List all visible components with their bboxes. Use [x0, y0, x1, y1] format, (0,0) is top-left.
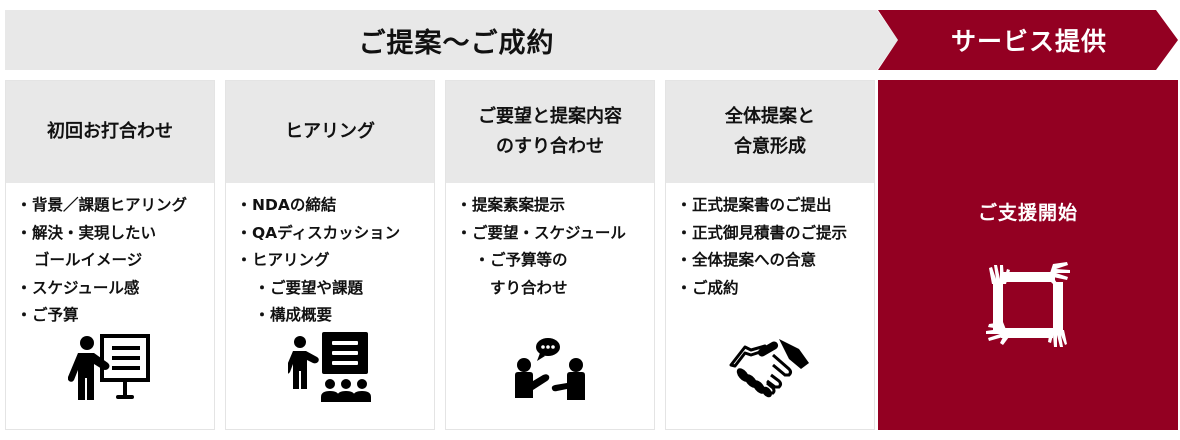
list-item: ・ご予算 [16, 306, 79, 324]
list-item-continuation: ゴールイメージ [34, 251, 143, 269]
step-card-agreement: 全体提案と 合意形成 ・正式提案書のご提出 ・正式御見積書のご提示 ・全体提案へ… [665, 80, 875, 430]
step-card-header: 全体提案と 合意形成 [666, 81, 874, 183]
list-item: ・ヒアリング [236, 251, 330, 269]
step-title: 全体提案と 合意形成 [725, 106, 815, 157]
list-item: ・ご要望・スケジュール [456, 223, 626, 242]
handshake-icon [666, 329, 874, 407]
phase-banner-service-label: サービス提供 [950, 27, 1107, 56]
list-item: ・スケジュール感 [16, 278, 140, 297]
step-item-list: ・正式提案書のご提出 ・正式御見積書のご提示 ・全体提案への合意 ・ご成約 [666, 183, 874, 302]
step-item-list: ・提案素案提示 ・ご要望・スケジュール ・ご予算等の すり合わせ [446, 183, 654, 302]
step-card-requirements-alignment: ご要望と提案内容 のすり合わせ ・提案素案提示 ・ご要望・スケジュール ・ご予算… [445, 80, 655, 430]
phase-banner-proposal-label: ご提案〜ご成約 [358, 27, 555, 59]
step-item-list: ・NDAの締結 ・QAディスカッション ・ヒアリング ・ご要望や課題 ・構成概要 [226, 183, 434, 330]
list-item-continuation: すり合わせ [490, 278, 568, 297]
presenter-board-icon [6, 329, 214, 407]
step-card-hearing: ヒアリング ・NDAの締結 ・QAディスカッション ・ヒアリング ・ご要望や課題… [225, 80, 435, 430]
list-item: ・背景／課題ヒアリング [16, 196, 188, 214]
list-subitem: ・ご予算等の [474, 251, 568, 269]
step-title: 初回お打合わせ [47, 121, 173, 142]
list-item: ・QAディスカッション [236, 223, 401, 242]
list-item: ・NDAの締結 [236, 196, 337, 214]
list-subitem: ・構成概要 [254, 306, 333, 324]
phase-banner-service: サービス提供 [878, 10, 1178, 70]
step-title: ご要望と提案内容 のすり合わせ [478, 106, 622, 157]
list-item: ・全体提案への合意 [676, 251, 817, 269]
list-item: ・提案素案提示 [456, 196, 566, 214]
list-item: ・ご成約 [676, 278, 739, 297]
conversation-icon [446, 329, 654, 407]
step-item-list: ・背景／課題ヒアリング ・解決・実現したい ゴールイメージ ・スケジュール感 ・… [6, 183, 214, 330]
phase-banner-proposal: ご提案〜ご成約 [5, 10, 898, 70]
service-panel: ご支援開始 [878, 80, 1178, 430]
step-card-header: ヒアリング [226, 81, 434, 183]
step-card-initial-meeting: 初回お打合わせ ・背景／課題ヒアリング ・解決・実現したい ゴールイメージ ・ス… [5, 80, 215, 430]
list-subitem: ・ご要望や課題 [254, 278, 364, 297]
list-item: ・正式提案書のご提出 [676, 196, 832, 214]
list-item: ・正式御見積書のご提示 [676, 223, 848, 242]
service-title: ご支援開始 [977, 202, 1078, 224]
list-item: ・解決・実現したい [16, 223, 157, 242]
step-card-header: 初回お打合わせ [6, 81, 214, 183]
presentation-audience-icon [226, 329, 434, 407]
step-card-header: ご要望と提案内容 のすり合わせ [446, 81, 654, 183]
step-title: ヒアリング [285, 121, 375, 142]
hands-circle-icon [983, 260, 1073, 350]
